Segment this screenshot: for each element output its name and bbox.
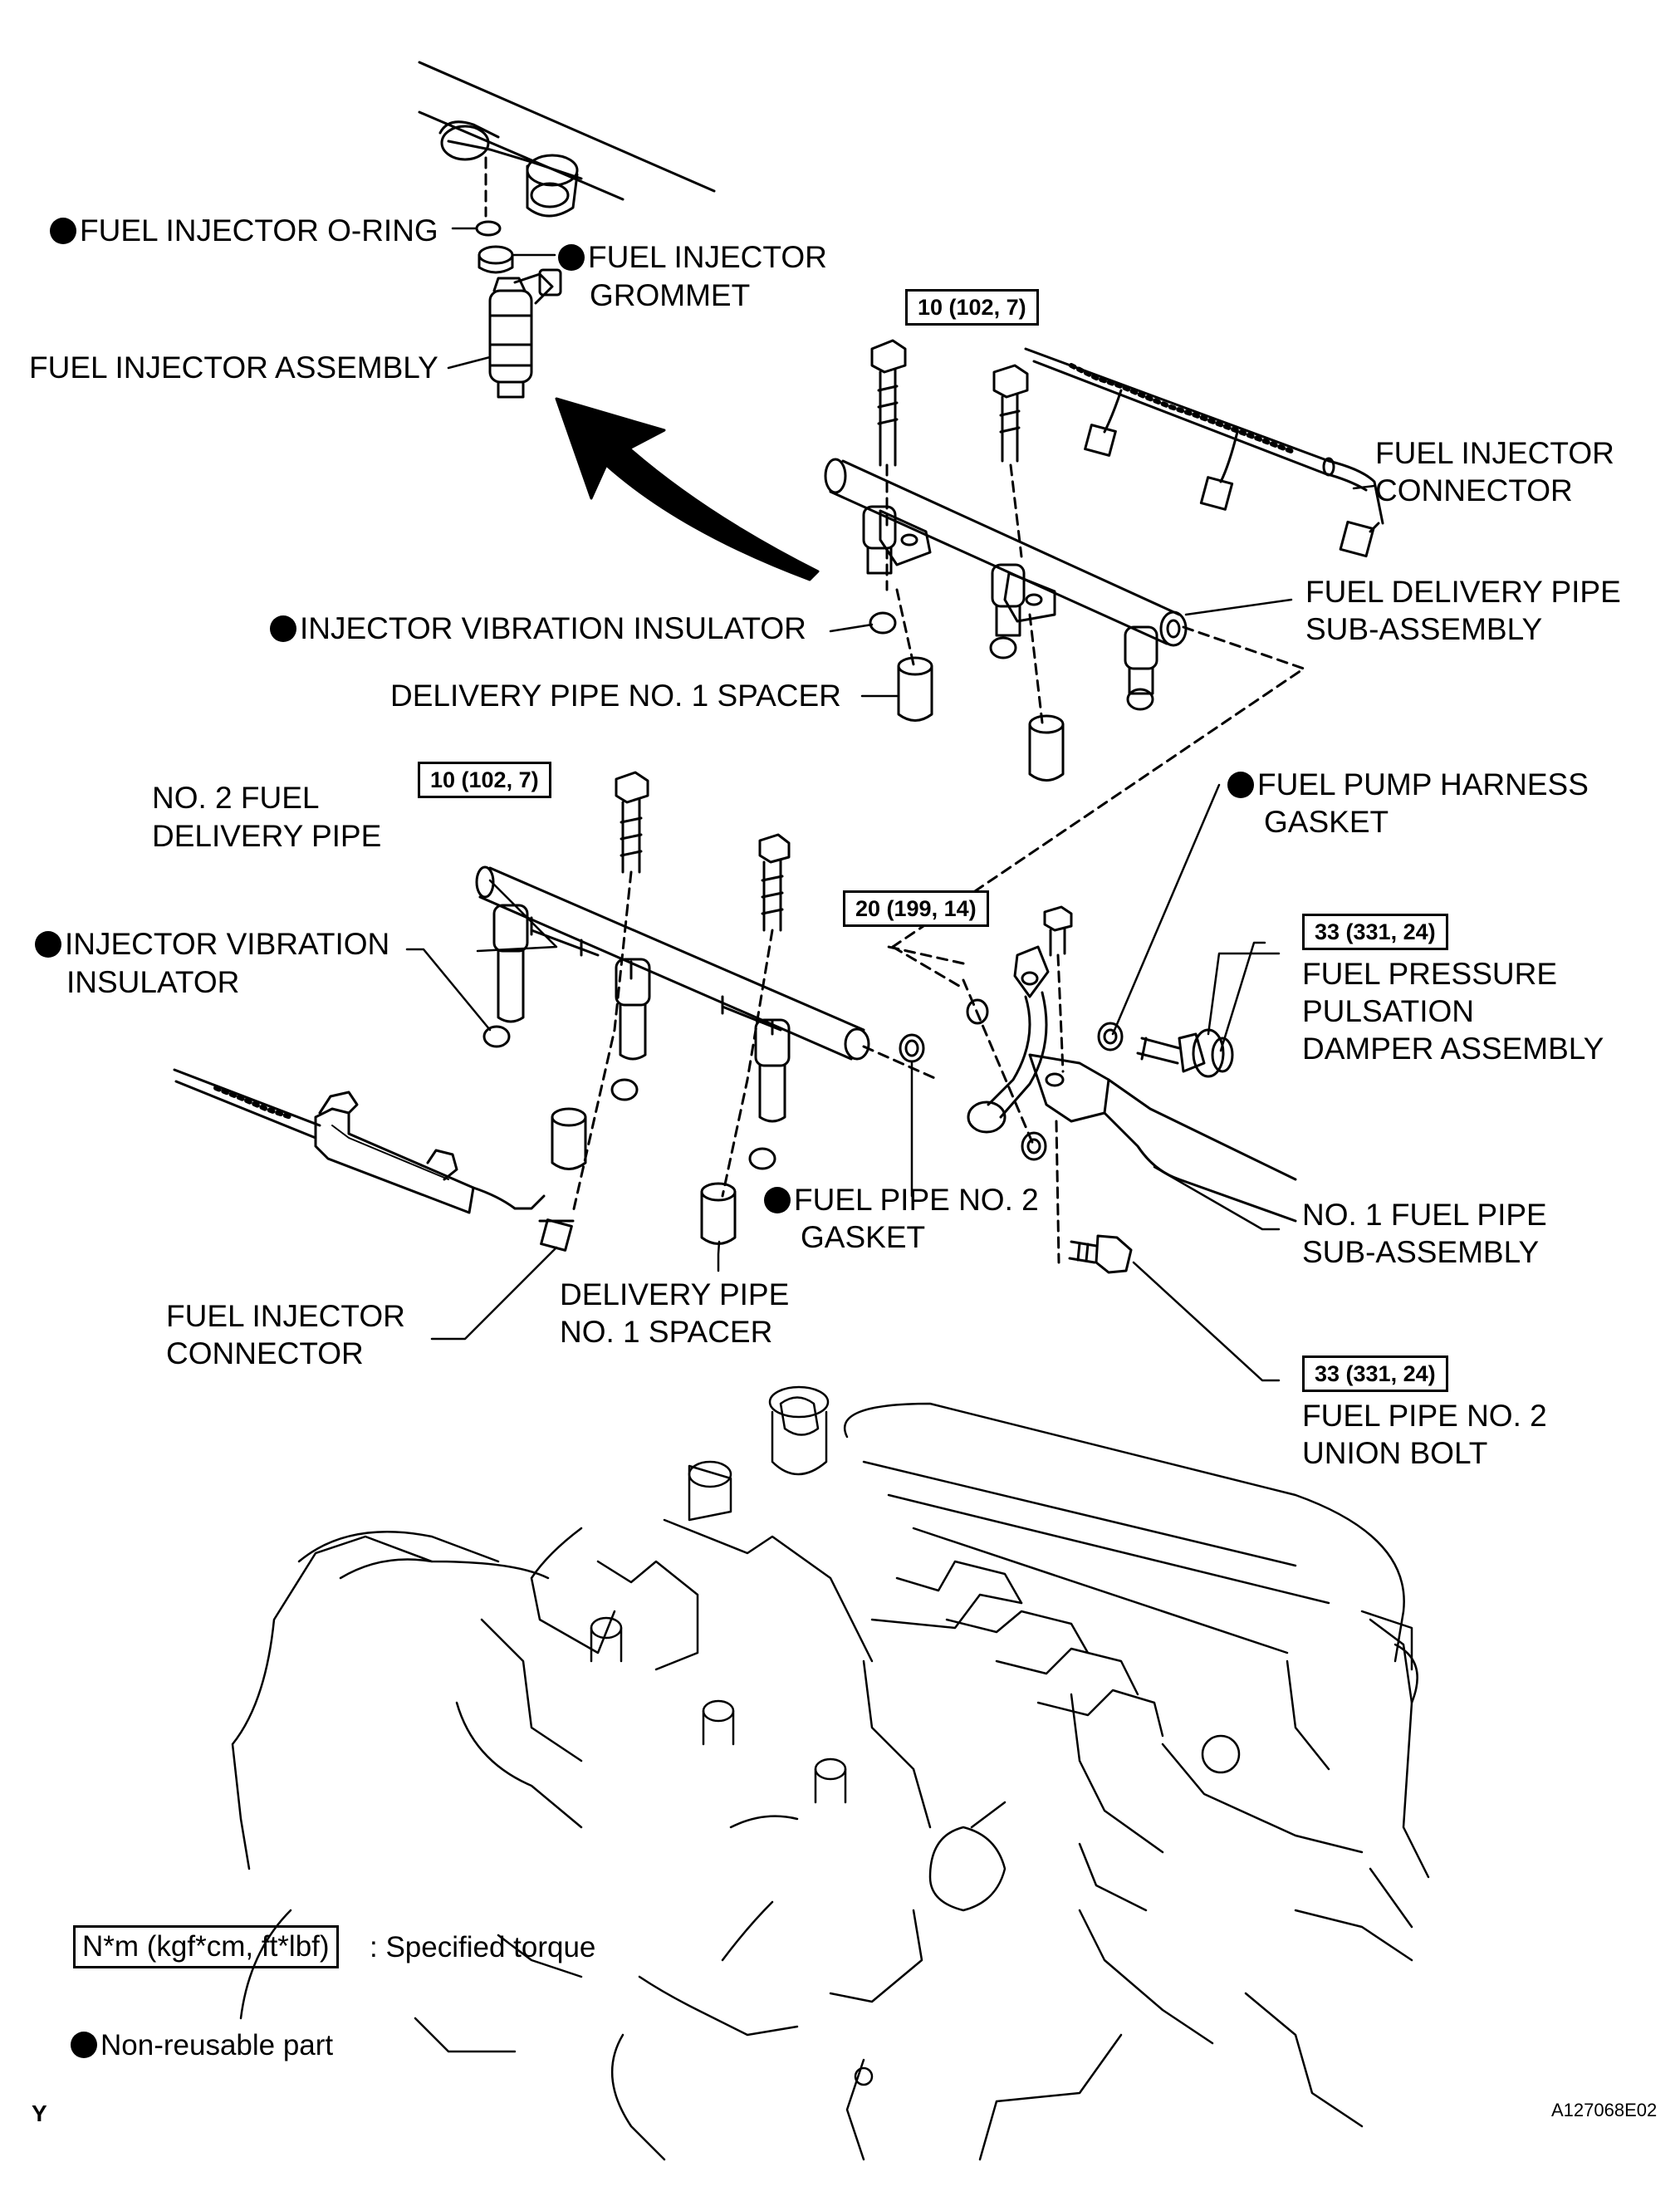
legend-torque-unit: N*m (kgf*cm, ft*lbf) (73, 1925, 339, 1968)
figure-id: A127068E02 (1551, 2100, 1658, 2120)
direction-arrow (555, 397, 820, 581)
torque-box-no2-bolt: 10 (102, 7) (418, 762, 551, 798)
leader-lines (405, 227, 1376, 1382)
label-fuel-pipe-no2-gasket: FUEL PIPE NO. 2 (764, 1181, 1039, 1218)
bracket-bolt (1043, 905, 1073, 957)
o-ring-shape (475, 220, 502, 237)
label-fuel-pipe-no2-union-bolt: FUEL PIPE NO. 2 (1302, 1399, 1547, 1433)
label-no1-fuel-pipe: NO. 1 FUEL PIPE (1302, 1198, 1547, 1232)
pulsation-damper-shape (1136, 1028, 1234, 1078)
non-reusable-dot (270, 615, 296, 642)
label-fuel-injector-connector-top-2: CONNECTOR (1375, 473, 1573, 507)
injector-wire-harness-bottom (173, 1068, 575, 1252)
label-delivery-pipe-spacer-bottom-2: NO. 1 SPACER (560, 1315, 773, 1349)
label-no2-fuel-delivery-pipe-2: DELIVERY PIPE (152, 819, 382, 853)
injector-wire-harness-top (1024, 347, 1384, 558)
no2-insulators-spacers (482, 1025, 776, 1245)
label-fuel-injector-grommet: FUEL INJECTOR (558, 238, 827, 276)
torque-box-union-bolt: 33 (331, 24) (1302, 1355, 1448, 1392)
non-reusable-dot (35, 931, 61, 958)
corner-mark: Y (32, 2101, 47, 2126)
union-bolt-shape (1068, 1234, 1133, 1274)
injector-assembly-shape (488, 268, 562, 399)
torque-box-top-bolt: 10 (102, 7) (905, 289, 1039, 326)
union-gasket-shape (1021, 1131, 1047, 1161)
label-fuel-injector-connector-bottom-2: CONNECTOR (166, 1336, 364, 1370)
label-delivery-pipe-spacer-top: DELIVERY PIPE NO. 1 SPACER (390, 679, 841, 713)
torque-box-bracket-bolt: 20 (199, 14) (843, 890, 989, 927)
engine-block-drawing (231, 1385, 1430, 2161)
non-reusable-dot (71, 2032, 97, 2058)
label-injector-vibration-insulator-top: INJECTOR VIBRATION INSULATOR (270, 610, 806, 647)
top-insulators-spacers (869, 611, 1154, 782)
label-fuel-pipe-no2-gasket-2: GASKET (801, 1220, 926, 1254)
grommet-shape (478, 245, 514, 274)
non-reusable-dot (764, 1187, 791, 1213)
label-fuel-injector-o-ring: FUEL INJECTOR O-RING (50, 212, 438, 249)
label-fuel-injector-assembly: FUEL INJECTOR ASSEMBLY (29, 350, 438, 385)
legend-torque-desc: : Specified torque (370, 1931, 596, 1963)
intake-manifold-fragment (418, 61, 716, 218)
label-injector-vibration-insulator-2: INJECTOR VIBRATION (35, 925, 389, 963)
label-injector-vibration-insulator-2b: INSULATOR (66, 965, 240, 999)
no1-fuel-pipe-shape (967, 945, 1297, 1223)
label-fuel-pipe-no2-union-bolt-2: UNION BOLT (1302, 1436, 1488, 1470)
no2-delivery-pipe-shape (475, 865, 870, 1123)
label-fuel-injector-grommet-2: GROMMET (590, 278, 751, 312)
harness-gasket-shape (1097, 1022, 1124, 1051)
label-fuel-pump-harness-gasket-2: GASKET (1264, 805, 1389, 839)
pipe-gasket-shape (899, 1033, 925, 1063)
label-no1-fuel-pipe-2: SUB-ASSEMBLY (1302, 1235, 1540, 1269)
non-reusable-dot (50, 218, 76, 244)
torque-box-damper: 33 (331, 24) (1302, 914, 1448, 950)
bracket-washer (966, 998, 989, 1025)
label-fuel-injector-connector-top: FUEL INJECTOR (1375, 436, 1614, 470)
label-fuel-injector-connector-bottom: FUEL INJECTOR (166, 1299, 405, 1333)
label-pulsation-damper-3: DAMPER ASSEMBLY (1302, 1032, 1604, 1066)
no2-bolts (615, 771, 791, 932)
label-fuel-delivery-pipe-2: SUB-ASSEMBLY (1305, 612, 1543, 646)
top-bolts (870, 339, 1029, 467)
label-fuel-pump-harness-gasket: FUEL PUMP HARNESS (1227, 766, 1589, 803)
label-fuel-delivery-pipe: FUEL DELIVERY PIPE (1305, 575, 1621, 609)
non-reusable-dot (558, 244, 585, 271)
label-pulsation-damper: FUEL PRESSURE (1302, 957, 1558, 991)
label-no2-fuel-delivery-pipe: NO. 2 FUEL (152, 781, 320, 815)
label-delivery-pipe-spacer-bottom: DELIVERY PIPE (560, 1277, 790, 1311)
non-reusable-dot (1227, 772, 1254, 798)
label-pulsation-damper-2: PULSATION (1302, 994, 1474, 1028)
legend-non-reusable: Non-reusable part (71, 2027, 333, 2064)
